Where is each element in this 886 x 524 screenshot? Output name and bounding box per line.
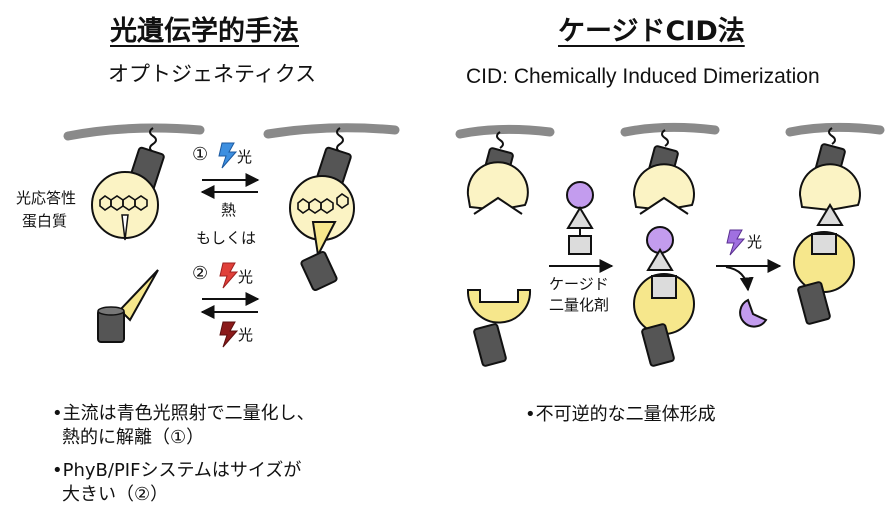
right-title: ケージドCID法: [558, 16, 745, 47]
final-dimer: [793, 127, 861, 325]
caged-dimerizer-free: [566, 181, 594, 255]
blue-lightning-icon: [218, 142, 238, 169]
left-subtitle: オプトジェネティクス: [108, 62, 317, 86]
step1-number: ①: [192, 144, 209, 165]
chromophore-rings-icon: [99, 195, 148, 211]
right-membrane-1: [455, 124, 555, 139]
uncage-light-label: 光: [747, 233, 763, 251]
reagent-label-line1: ケージド: [549, 275, 609, 293]
protein-label-line1: 光応答性: [16, 189, 77, 207]
right-bullet: •不可逆的な二量体形成: [525, 404, 716, 425]
left-membrane-2: [263, 123, 400, 139]
cup-protein-bottom-1: [467, 289, 532, 367]
light-induced-dimer: [289, 127, 355, 292]
red-lightning-icon: [219, 262, 239, 289]
step2-reverse-light-label: 光: [238, 326, 254, 344]
step1-light-label: 光: [237, 148, 253, 166]
left-bullet-2: •PhyB/PIFシステムはサイズが 大きい（②）: [52, 460, 302, 506]
light-responsive-protein: [91, 127, 165, 241]
left-bullet-1: •主流は青色光照射で二量化し、 熱的に解離（①）: [52, 403, 315, 449]
right-subtitle: CID: Chemically Induced Dimerization: [466, 65, 820, 88]
heat-label: 熱: [221, 201, 237, 219]
uncaging-arrow: [716, 259, 782, 292]
protein-label-line2: 蛋白質: [22, 212, 68, 230]
step2-number: ②: [192, 263, 209, 284]
left-membrane-1: [63, 123, 205, 141]
partner-protein-left: [97, 269, 159, 343]
caged-complex: [632, 129, 695, 367]
left-title: 光遺伝学的手法: [110, 16, 299, 47]
or-label: もしくは: [196, 229, 257, 247]
pacman-protein-top-1: [466, 131, 529, 215]
right-membrane-3: [785, 122, 885, 137]
dark-red-lightning-icon: [219, 321, 239, 348]
step2-light-label: 光: [238, 268, 254, 286]
right-membrane-2: [620, 122, 720, 137]
released-cage-group: [739, 298, 768, 328]
purple-lightning-icon: [726, 229, 746, 256]
reagent-label-line2: 二量化剤: [549, 296, 610, 314]
